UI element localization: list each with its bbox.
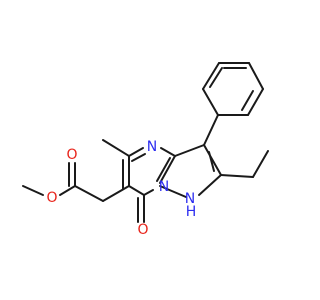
bond [128, 147, 144, 157]
atom-labels: N N N H O O O [46, 139, 196, 238]
structure-canvas: N N N H O O O [22, 62, 269, 238]
bond [241, 90, 254, 111]
bond [102, 139, 130, 157]
bond [74, 185, 104, 202]
bond [202, 88, 219, 116]
atom-h: H [186, 204, 197, 220]
bond [143, 189, 154, 196]
bond [247, 88, 264, 116]
atom-n7a: N [159, 179, 169, 195]
atom-o-ester-double: O [66, 147, 77, 163]
bonds [22, 62, 269, 223]
bond [203, 144, 222, 176]
bond [156, 157, 171, 182]
bond [220, 174, 254, 178]
bond [202, 62, 220, 90]
bond [128, 185, 145, 196]
bond [209, 67, 223, 88]
bond [59, 185, 76, 196]
atom-o-ester: O [46, 190, 57, 206]
bond [252, 150, 269, 178]
molecule-diagram: N N N H O O O [22, 62, 269, 238]
bond [208, 151, 215, 172]
bond [203, 114, 219, 146]
atom-n4: N [147, 139, 157, 155]
bond [102, 185, 130, 202]
bond [198, 174, 222, 196]
bond [174, 144, 205, 157]
bond [160, 147, 176, 157]
bond [131, 153, 146, 162]
bond [22, 185, 44, 196]
atom-o-carbonyl: O [137, 222, 148, 238]
bond [159, 155, 176, 184]
atom-nh: N [185, 191, 195, 207]
bond [248, 62, 264, 90]
bond [159, 185, 187, 198]
